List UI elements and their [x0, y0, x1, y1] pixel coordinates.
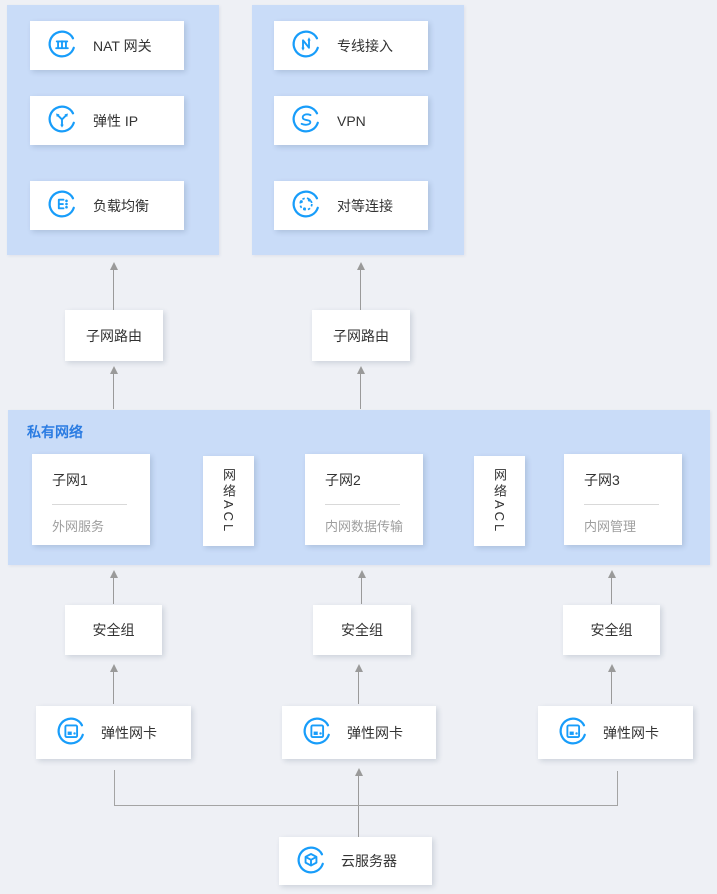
arrow-vpc-to-route1: [109, 366, 118, 409]
arrow-sg3-to-vpc: [607, 570, 616, 604]
connector-horizontal: [114, 805, 618, 806]
connector-stub-right: [617, 771, 618, 805]
subnet-name: 子网1: [52, 472, 88, 488]
vpc-title: 私有网络: [27, 424, 83, 440]
node-label: 负载均衡: [93, 197, 149, 214]
vpn-icon: [291, 104, 321, 137]
node-network-acl-1: 网络ACL: [203, 456, 254, 546]
node-label: 弹性 IP: [93, 112, 139, 129]
node-subnet-route-1: 子网路由: [65, 310, 163, 361]
hybrid-connect-group: 专线接入 VPN 对等连接: [252, 5, 464, 255]
node-label: 网络ACL: [221, 467, 236, 535]
divider: [52, 504, 127, 505]
node-label: 安全组: [92, 622, 135, 638]
node-label: 弹性网卡: [101, 724, 157, 741]
node-subnet-1: 子网1 外网服务: [32, 454, 150, 545]
arrow-vpc-to-route2: [356, 366, 365, 409]
connector-stub-left: [114, 770, 115, 805]
eni-icon: [56, 716, 86, 749]
nat-gateway-icon: [47, 29, 77, 62]
node-security-group-2: 安全组: [313, 605, 411, 655]
subnet-desc: 外网服务: [52, 519, 105, 534]
node-eni-3: 弹性网卡: [538, 706, 693, 759]
vpc-band: 私有网络 子网1 外网服务 网络ACL 子网2 内网数据传输 网络ACL 子网3…: [8, 410, 710, 565]
subnet-desc: 内网数据传输: [325, 519, 404, 534]
node-label: 安全组: [341, 622, 383, 638]
node-eni-1: 弹性网卡: [36, 706, 191, 759]
eni-icon: [558, 716, 588, 749]
arrow-route2-to-hybrid: [356, 262, 365, 310]
eni-icon: [302, 716, 332, 749]
arrow-eni1-to-sg1: [109, 664, 118, 704]
node-label: 子网路由: [333, 327, 389, 344]
node-subnet-2: 子网2 内网数据传输: [305, 454, 423, 545]
node-nat-gateway: NAT 网关: [30, 21, 184, 70]
arrow-sg2-to-vpc: [357, 570, 366, 604]
node-label: 对等连接: [337, 197, 393, 214]
direct-connect-icon: [291, 29, 321, 62]
node-label: 弹性网卡: [347, 724, 403, 741]
cvm-icon: [296, 845, 326, 878]
node-elastic-ip: 弹性 IP: [30, 96, 184, 145]
node-load-balancer: 负载均衡: [30, 181, 184, 230]
node-security-group-3: 安全组: [563, 605, 660, 655]
elastic-ip-icon: [47, 104, 77, 137]
divider: [325, 504, 400, 505]
node-cvm: 云服务器: [279, 837, 432, 885]
node-vpn: VPN: [274, 96, 428, 145]
node-network-acl-2: 网络ACL: [474, 456, 525, 546]
node-label: VPN: [337, 112, 366, 129]
node-subnet-route-2: 子网路由: [312, 310, 410, 361]
node-subnet-3: 子网3 内网管理: [564, 454, 682, 545]
node-label: NAT 网关: [93, 37, 152, 54]
subnet-name: 子网2: [325, 472, 361, 488]
node-peering: 对等连接: [274, 181, 428, 230]
divider: [584, 504, 659, 505]
subnet-name: 子网3: [584, 472, 620, 488]
node-direct-connect: 专线接入: [274, 21, 428, 70]
arrow-cvm-to-eni2: [354, 768, 363, 837]
node-label: 安全组: [590, 622, 633, 638]
node-label: 网络ACL: [492, 467, 507, 535]
node-label: 弹性网卡: [603, 724, 659, 741]
arrow-sg1-to-vpc: [109, 570, 118, 604]
node-label: 云服务器: [341, 853, 397, 869]
arrow-route1-to-gateways: [109, 262, 118, 310]
node-label: 专线接入: [337, 37, 393, 54]
arrow-eni2-to-sg2: [354, 664, 363, 704]
public-gateway-group: NAT 网关 弹性 IP: [7, 5, 219, 255]
node-label: 子网路由: [86, 327, 142, 344]
subnet-desc: 内网管理: [584, 519, 637, 534]
peering-icon: [291, 189, 321, 222]
node-eni-2: 弹性网卡: [282, 706, 436, 759]
node-security-group-1: 安全组: [65, 605, 162, 655]
load-balancer-icon: [47, 189, 77, 222]
arrow-eni3-to-sg3: [607, 664, 616, 704]
